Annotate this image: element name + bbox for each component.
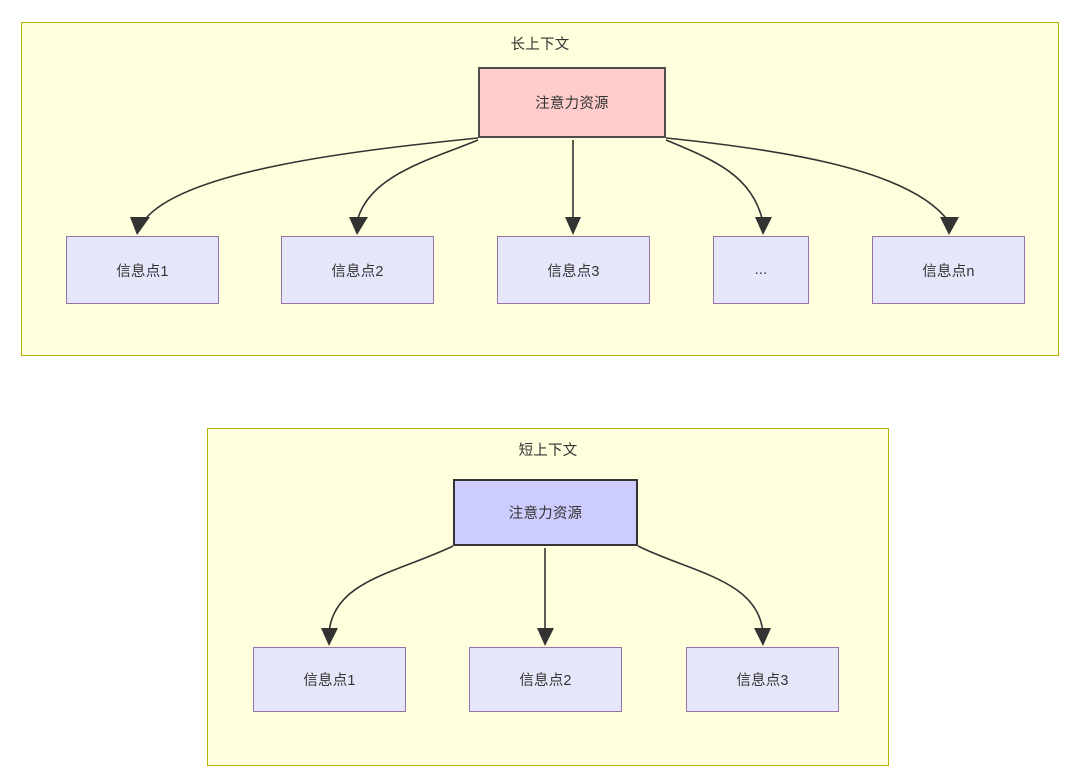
node-label: 信息点n: [922, 263, 975, 280]
node-label: 信息点2: [519, 673, 572, 689]
node-label: 信息点1: [116, 263, 169, 280]
node-long-info-point-2[interactable]: 信息点2: [281, 236, 434, 304]
node-short-info-point-2[interactable]: 信息点2: [469, 647, 622, 712]
node-long-attention-resource[interactable]: 注意力资源: [478, 67, 666, 138]
node-label: 信息点3: [736, 673, 789, 689]
panel-short-context-title: 短上下文: [518, 443, 578, 459]
node-label: ...: [754, 262, 768, 278]
node-long-info-point-1[interactable]: 信息点1: [66, 236, 219, 304]
node-label: 信息点1: [303, 673, 356, 689]
node-long-info-point-3[interactable]: 信息点3: [497, 236, 650, 304]
node-short-info-point-1[interactable]: 信息点1: [253, 647, 406, 712]
node-label: 注意力资源: [535, 96, 609, 112]
node-long-info-point-ellipsis[interactable]: ...: [713, 236, 809, 304]
node-label: 信息点3: [547, 263, 600, 280]
node-label: 信息点2: [331, 263, 384, 280]
node-long-info-point-n[interactable]: 信息点n: [872, 236, 1025, 304]
node-short-info-point-3[interactable]: 信息点3: [686, 647, 839, 712]
node-label: 注意力资源: [508, 506, 583, 522]
panel-long-context-title: 长上下文: [510, 37, 570, 53]
node-short-attention-resource[interactable]: 注意力资源: [453, 479, 638, 546]
